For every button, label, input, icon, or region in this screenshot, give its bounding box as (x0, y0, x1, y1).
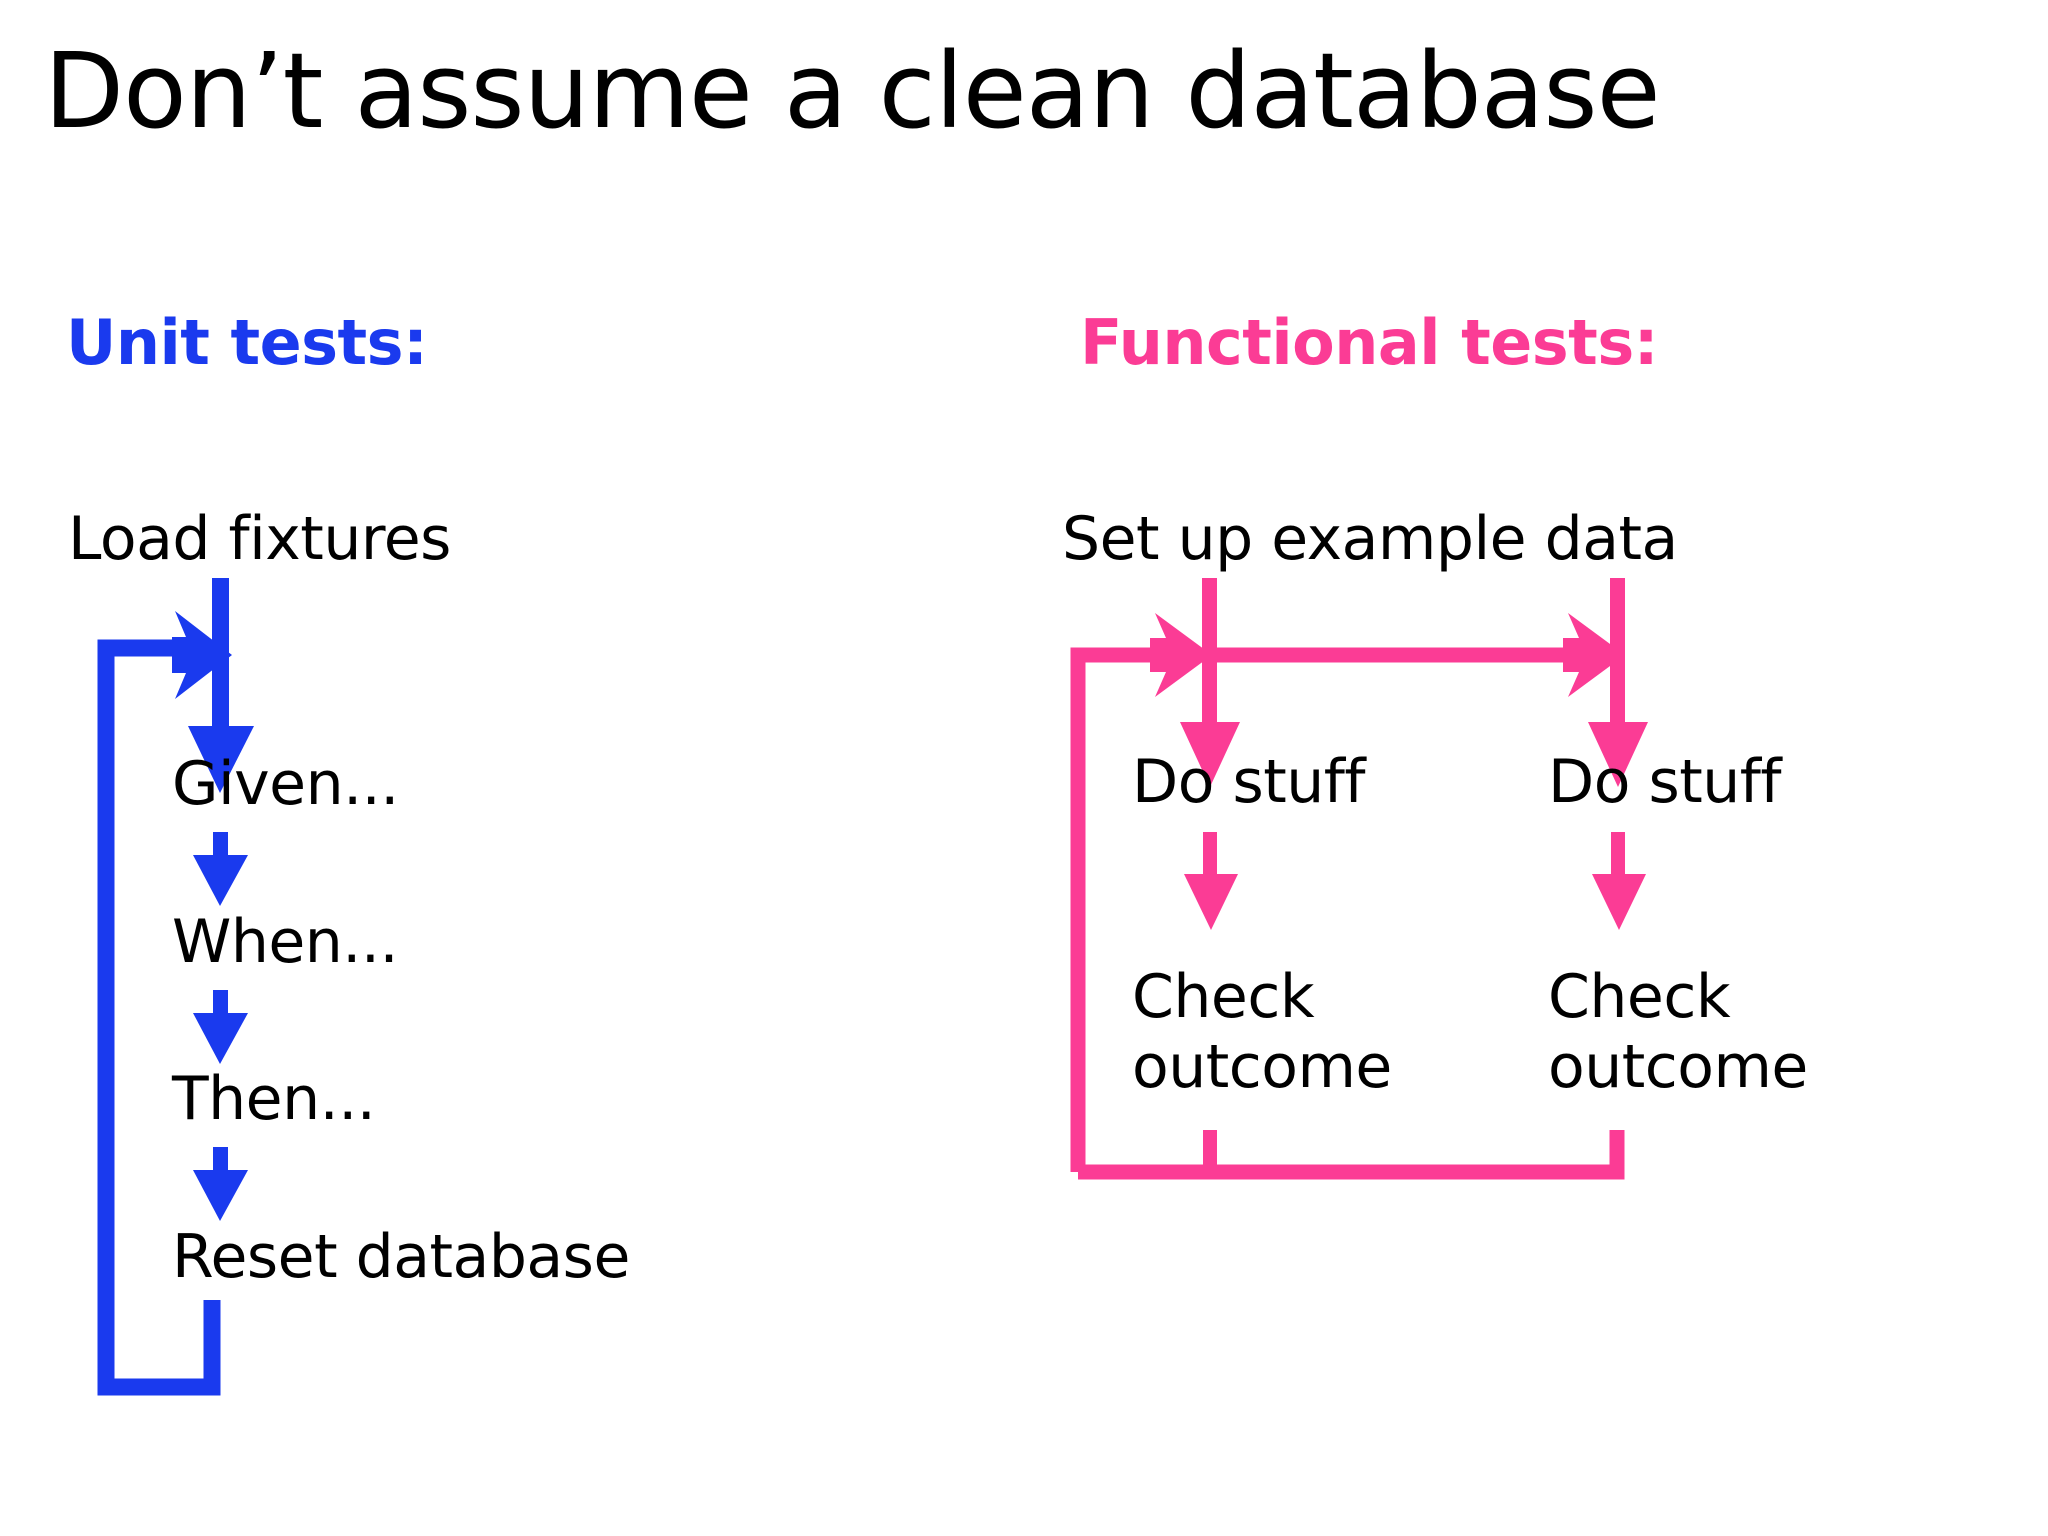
functional-step-check-outcome-b: Check outcome (1548, 962, 1808, 1102)
column-heading-functional-tests: Functional tests: (1080, 306, 1659, 379)
unit-loopback-arrowhead (172, 611, 232, 699)
functional-setup-spine-a (1202, 578, 1217, 660)
functional-step-check-outcome-a: Check outcome (1132, 962, 1392, 1102)
functional-arrow-b-dostuff-to-check (1592, 832, 1646, 930)
unit-arrow-load-to-junction-shaft (212, 578, 229, 660)
functional-branch-a-entry-arrowhead (1150, 613, 1212, 697)
unit-step-load-fixtures: Load fixtures (68, 504, 451, 574)
functional-branch-a-return-stub (1203, 1130, 1217, 1179)
functional-step-do-stuff-a: Do stuff (1132, 747, 1366, 817)
functional-setup-spine-b (1610, 578, 1625, 660)
functional-step-set-up-example-data: Set up example data (1062, 504, 1678, 574)
unit-step-then: Then... (172, 1064, 376, 1134)
unit-arrow-given-to-when (193, 832, 248, 906)
unit-arrow-then-to-reset (193, 1147, 248, 1221)
functional-step-do-stuff-b: Do stuff (1548, 747, 1782, 817)
unit-step-given: Given... (172, 749, 399, 819)
page-title: Don’t assume a clean database (44, 30, 1661, 152)
unit-step-when: When... (172, 907, 399, 977)
unit-arrow-when-to-then (193, 990, 248, 1064)
column-heading-unit-tests: Unit tests: (66, 306, 428, 379)
functional-arrow-a-dostuff-to-check (1184, 832, 1238, 930)
functional-branch-b-entry-arrowhead (1563, 613, 1625, 697)
functional-bottom-return-rail (1078, 1130, 1625, 1180)
unit-step-reset-database: Reset database (172, 1222, 630, 1292)
